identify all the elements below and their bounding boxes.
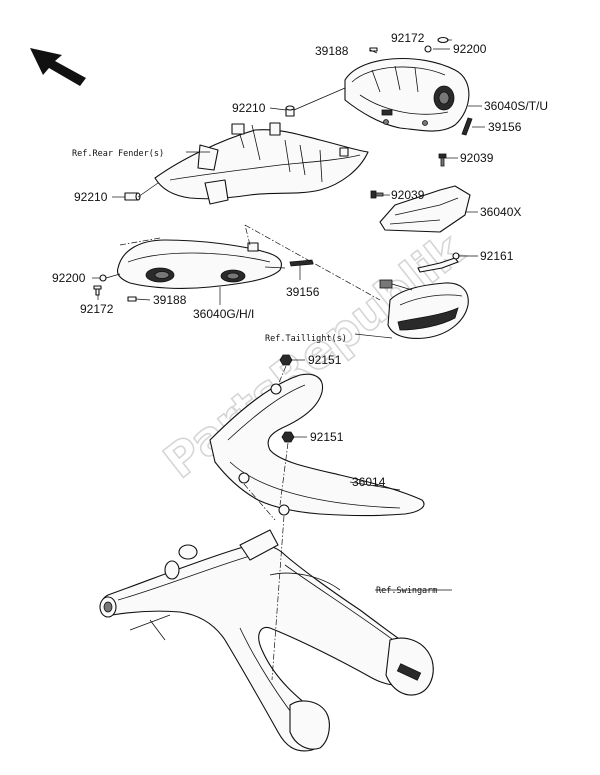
nut-92151-b <box>281 431 295 443</box>
label-39156-top: 39156 <box>488 120 522 134</box>
label-39188-left: 39188 <box>153 293 187 307</box>
ref-taillight: Ref.Taillight(s) <box>265 334 347 344</box>
clip-left <box>99 274 107 282</box>
pad-left <box>127 296 137 302</box>
label-36040stu: 36040S/T/U <box>484 99 548 113</box>
swingarm-ref <box>99 529 434 752</box>
clip-top <box>369 36 449 53</box>
nut-92151-a <box>279 354 293 366</box>
seal-left <box>289 259 314 267</box>
label-92151-b: 92151 <box>310 430 344 444</box>
label-92161: 92161 <box>480 249 514 263</box>
label-92039-a: 92039 <box>460 151 494 165</box>
side-cover-right <box>344 57 470 132</box>
chain-guard <box>209 373 425 517</box>
taillight-ref <box>379 279 469 339</box>
ref-swingarm: Ref.Swingarm <box>376 586 437 596</box>
rear-fender-ref <box>154 122 369 205</box>
label-92172-top: 92172 <box>391 31 425 45</box>
assembly-lines <box>119 224 381 681</box>
label-39156-left: 39156 <box>286 285 320 299</box>
seal-top <box>461 117 473 136</box>
leader-lines <box>92 39 485 591</box>
label-92151-a: 92151 <box>308 353 342 367</box>
cover-small <box>379 185 471 233</box>
front-direction-arrow-icon <box>30 48 86 86</box>
label-92172-left: 92172 <box>80 302 114 316</box>
label-92210-left: 92210 <box>74 190 108 204</box>
label-36040ghi: 36040G/H/I <box>193 307 254 321</box>
label-36014: 36014 <box>352 475 386 489</box>
collar-mid <box>285 105 295 117</box>
bolt-92039-b <box>370 190 384 199</box>
collar-left <box>124 192 141 201</box>
label-36040x: 36040X <box>480 205 521 219</box>
side-cover-left <box>116 239 286 289</box>
bracket-92161 <box>417 252 460 273</box>
label-92200-top: 92200 <box>453 42 487 56</box>
label-92210-mid: 92210 <box>232 101 266 115</box>
label-92039-b: 92039 <box>391 188 425 202</box>
label-39188-top: 39188 <box>315 44 349 58</box>
bolt-92039-a <box>438 153 447 167</box>
screw-left <box>93 285 102 296</box>
label-92200-left: 92200 <box>52 271 86 285</box>
ref-rear-fender: Ref.Rear Fender(s) <box>72 149 164 159</box>
